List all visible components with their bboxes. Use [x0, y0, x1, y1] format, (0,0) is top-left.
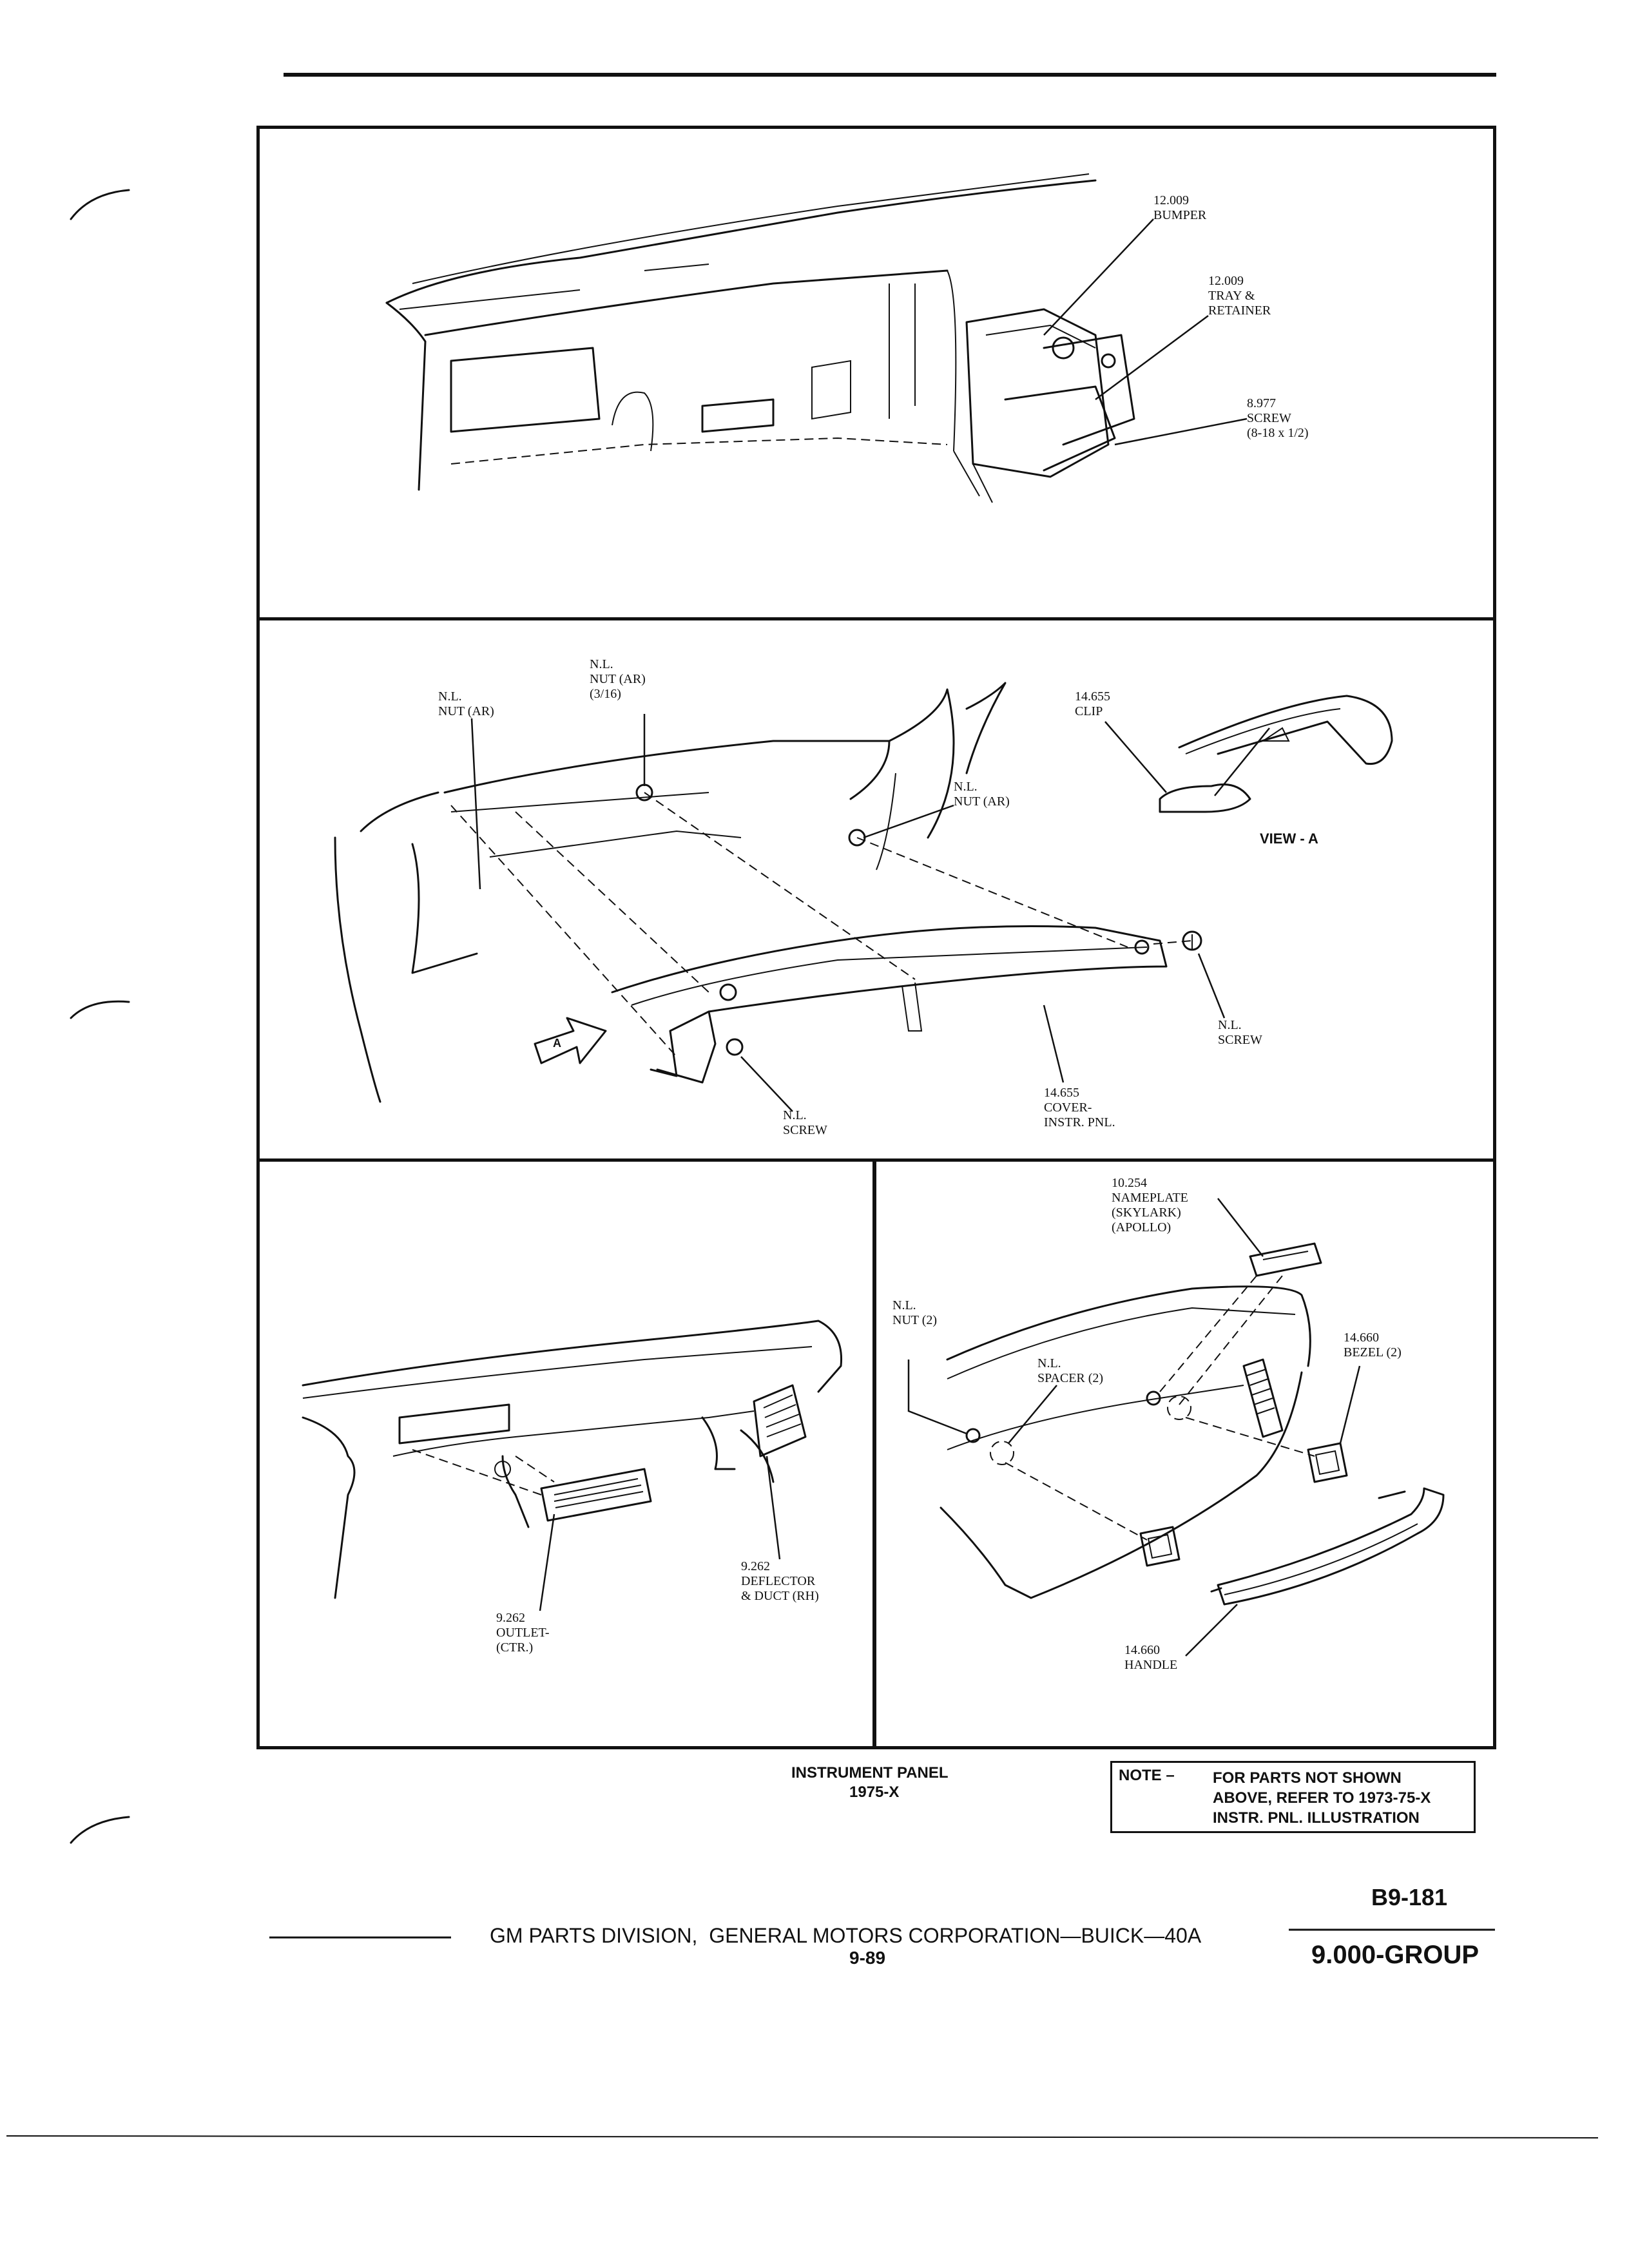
page-code: B9-181 [1371, 1884, 1448, 1910]
view-a-arrow-icon [534, 1017, 607, 1064]
nut-right-leader [863, 804, 954, 839]
group-label: 9.000-GROUP [1311, 1941, 1480, 1969]
label-nut-right: N.L. NUT (AR) [954, 780, 1010, 809]
label-tray-retainer: 12.009 TRAY & RETAINER [1208, 274, 1271, 318]
illustration-frame [256, 126, 1496, 1749]
binder-marks [70, 189, 130, 1844]
panel-divider-3 [872, 1158, 876, 1749]
spacer-leader [1008, 1385, 1057, 1444]
label-clip: 14.655 CLIP [1075, 689, 1110, 718]
note-label: NOTE – [1119, 1767, 1175, 1784]
screw-left-leader [740, 1056, 793, 1112]
date-code: 9-89 [849, 1948, 886, 1968]
nameplate-shape [1249, 1242, 1322, 1277]
handle-shape [1217, 1487, 1445, 1606]
caption-subtitle: 1975-X [849, 1783, 900, 1801]
label-screw-left: N.L. SCREW [783, 1108, 827, 1137]
outlet-leader [539, 1514, 555, 1611]
publisher-line: GM PARTS DIVISION, GENERAL MOTORS CORPOR… [490, 1924, 1202, 1947]
label-nameplate: 10.254 NAMEPLATE (SKYLARK) (APOLLO) [1112, 1176, 1188, 1235]
panel-divider-1 [256, 617, 1496, 620]
panel1-dashboard-drawing [385, 173, 1248, 503]
clip-leader [1104, 721, 1167, 793]
deflector-leader [766, 1456, 781, 1560]
handle-leader [1185, 1604, 1238, 1657]
label-cover: 14.655 COVER- INSTR. PNL. [1044, 1086, 1115, 1129]
screw-right-leader [1197, 953, 1226, 1019]
panel2-cover-drawing [334, 682, 1393, 1112]
tray-leader [1095, 314, 1209, 401]
top-rule [284, 73, 1496, 77]
panel-divider-2 [256, 1158, 1496, 1162]
cover-leader [1043, 1004, 1065, 1083]
label-nut-4: N.L. NUT (2) [892, 1298, 938, 1327]
label-screw: 8.977 SCREW (8-18 x 1/2) [1247, 396, 1309, 440]
label-handle: 14.660 HANDLE [1124, 1643, 1178, 1672]
caption-title: INSTRUMENT PANEL [791, 1764, 949, 1782]
label-view-a: VIEW - A [1260, 831, 1318, 847]
screw-leader [1114, 418, 1248, 446]
panel4-handle-drawing [907, 1198, 1445, 1657]
label-nut-left: N.L. NUT (AR) [438, 689, 494, 718]
footer-rules [6, 1928, 1599, 2138]
bezel-lower [1139, 1526, 1181, 1567]
label-screw-right: N.L. SCREW [1218, 1018, 1262, 1047]
label-nut-mid: N.L. NUT (AR) (3/16) [590, 657, 646, 701]
label-outlet: 9.262 OUTLET- (CTR.) [496, 1611, 550, 1655]
label-bumper: 12.009 BUMPER [1153, 193, 1207, 222]
note-box: NOTE – FOR PARTS NOT SHOWN ABOVE, REFER … [1110, 1761, 1476, 1833]
nut4-leader [907, 1360, 967, 1435]
bezel-leader [1339, 1365, 1361, 1444]
nameplate-leader [1217, 1198, 1264, 1257]
bumper-leader [1043, 218, 1154, 336]
label-bezel: 14.660 BEZEL (2) [1344, 1331, 1402, 1360]
arrow-letter: A [553, 1037, 561, 1050]
label-spacer: N.L. SPACER (2) [1037, 1356, 1104, 1385]
note-text: FOR PARTS NOT SHOWN ABOVE, REFER TO 1973… [1213, 1769, 1431, 1827]
nut-left-leader [470, 718, 481, 890]
label-deflector: 9.262 DEFLECTOR & DUCT (RH) [741, 1559, 819, 1603]
panel3-outlet-drawing [302, 1320, 843, 1611]
bezel-upper [1307, 1442, 1348, 1483]
